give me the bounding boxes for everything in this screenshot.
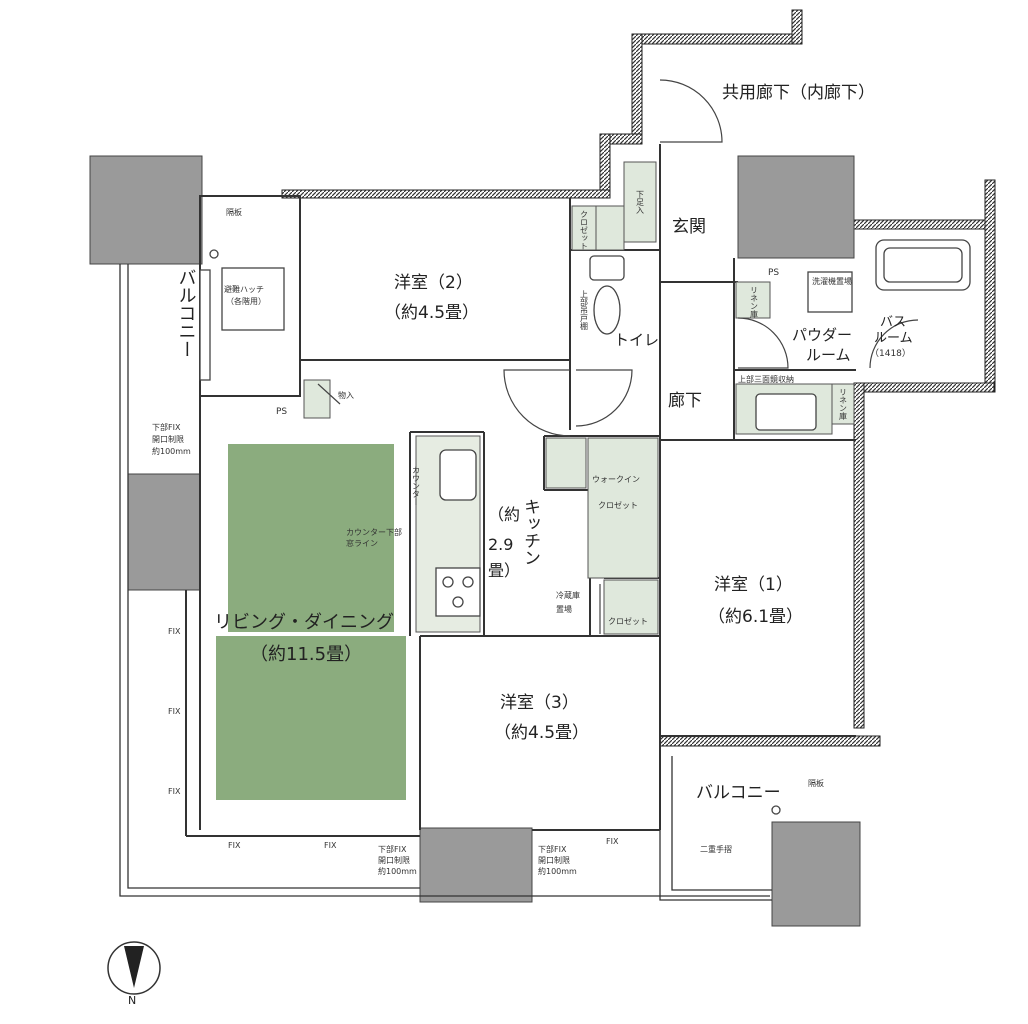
upper-cabinet-label: 上部吊戸棚 bbox=[580, 290, 589, 331]
fix-label-2: FIX bbox=[168, 707, 181, 716]
lower-fix-b2: 開口制限 bbox=[378, 855, 410, 865]
ps-label: PS bbox=[768, 268, 779, 278]
fridge-label-2: 置場 bbox=[556, 604, 572, 614]
lower-fix-c3: 約100mm bbox=[538, 866, 577, 876]
lower-fix-b1: 下部FIX bbox=[378, 844, 407, 854]
column-se bbox=[771, 821, 861, 927]
western1-name: 洋室（1） bbox=[714, 575, 793, 595]
western3-size: （約4.5畳） bbox=[494, 723, 589, 743]
living-name: リビング・ダイニング bbox=[214, 612, 394, 633]
washer bbox=[807, 271, 853, 313]
partition2-label: 隔板 bbox=[808, 778, 824, 788]
exterior-walls bbox=[281, 9, 996, 747]
mirror-storage-label: 上部三面鏡収納 bbox=[738, 374, 794, 384]
lower-fix-b3: 約100mm bbox=[378, 866, 417, 876]
hallway-label: 廊下 bbox=[668, 391, 702, 411]
kitchen-name: キッチン bbox=[520, 498, 540, 566]
fix-label-5: FIX bbox=[324, 841, 337, 850]
walkin-label-1: ウォークイン bbox=[592, 475, 640, 484]
western1-size: （約6.1畳） bbox=[708, 607, 803, 627]
lower-fix-3: 約100mm bbox=[152, 446, 191, 456]
western2-size: （約4.5畳） bbox=[384, 303, 479, 323]
lower-fix-1: 下部FIX bbox=[152, 422, 181, 432]
western3-name: 洋室（3） bbox=[500, 693, 579, 713]
bath-size: （1418） bbox=[870, 348, 911, 359]
column-ne bbox=[737, 155, 855, 259]
counter-lower-2: 窓ライン bbox=[346, 538, 378, 548]
fridge-label-1: 冷蔵庫 bbox=[556, 590, 580, 600]
door-swings bbox=[317, 79, 919, 634]
kitchen-size-2: 2.9 bbox=[488, 535, 513, 554]
north-arrow: N bbox=[107, 941, 161, 1007]
counter-label: カウンター bbox=[412, 466, 421, 506]
washbasin bbox=[755, 393, 817, 431]
bath-label-2: ルーム bbox=[874, 331, 913, 346]
escape-hatch bbox=[221, 267, 285, 331]
fix-label-4: FIX bbox=[228, 841, 241, 850]
balcony-left-label: バルコニー bbox=[176, 268, 197, 358]
linen2-label: リネン庫 bbox=[839, 388, 848, 421]
sink bbox=[439, 449, 477, 501]
room-labels: 共用廊下（内廊下） 玄関 下足入 クロゼット トイレ 上部吊戸棚 PS 洗濯機置… bbox=[152, 83, 913, 876]
fix-label-6: FIX bbox=[606, 837, 619, 846]
interior-walls bbox=[185, 144, 856, 837]
stove bbox=[435, 567, 481, 617]
storage-label: 物入 bbox=[338, 390, 354, 400]
toilet-tank bbox=[589, 255, 625, 281]
lower-fix-2: 開口制限 bbox=[152, 434, 184, 444]
columns bbox=[89, 155, 861, 927]
ps2-label: PS bbox=[276, 407, 287, 417]
north-label: N bbox=[128, 994, 136, 1007]
lower-fix-c1: 下部FIX bbox=[538, 844, 567, 854]
balcony-right-label: バルコニー bbox=[696, 783, 781, 803]
entrance-label: 玄関 bbox=[672, 217, 706, 237]
north-arrow-icon bbox=[124, 946, 144, 988]
linen-label: リネン庫 bbox=[750, 286, 759, 319]
powder-label-2: ルーム bbox=[806, 346, 851, 364]
corridor-label: 共用廊下（内廊下） bbox=[722, 83, 875, 103]
western2-name: 洋室（2） bbox=[394, 273, 473, 293]
toilet-bowl bbox=[593, 285, 621, 335]
fixtures bbox=[199, 239, 971, 815]
kitchen-size-1: （約 bbox=[488, 505, 520, 524]
lower-fix-c2: 開口制限 bbox=[538, 855, 570, 865]
column-s bbox=[419, 827, 533, 903]
closet3-label: クロゼット bbox=[608, 616, 648, 626]
toilet-label: トイレ bbox=[614, 331, 659, 349]
kitchen-size-3: 畳） bbox=[488, 561, 520, 580]
fix-label-3: FIX bbox=[168, 787, 181, 796]
living-size: （約11.5畳） bbox=[250, 644, 362, 665]
counter-lower-1: カウンター下部 bbox=[346, 527, 402, 537]
column-w bbox=[127, 473, 201, 591]
living-floor bbox=[216, 444, 406, 800]
compass-circle bbox=[107, 941, 161, 995]
hatch-label-1: 避難ハッチ bbox=[224, 284, 264, 294]
hatch-label-2: （各階用） bbox=[226, 296, 266, 306]
powder-label-1: パウダー bbox=[792, 326, 852, 344]
double-rail-label: 二重手摺 bbox=[700, 844, 732, 854]
column-nw bbox=[89, 155, 203, 265]
partition-label: 隔板 bbox=[226, 207, 242, 217]
walkin-label-2: クロゼット bbox=[598, 500, 638, 510]
laundry-label: 洗濯機置場 bbox=[812, 276, 852, 286]
bath-label-1: バス bbox=[880, 315, 906, 330]
fix-label-1: FIX bbox=[168, 627, 181, 636]
shoe-storage-label: 下足入 bbox=[636, 190, 645, 214]
closet-label: クロゼット bbox=[580, 210, 589, 250]
